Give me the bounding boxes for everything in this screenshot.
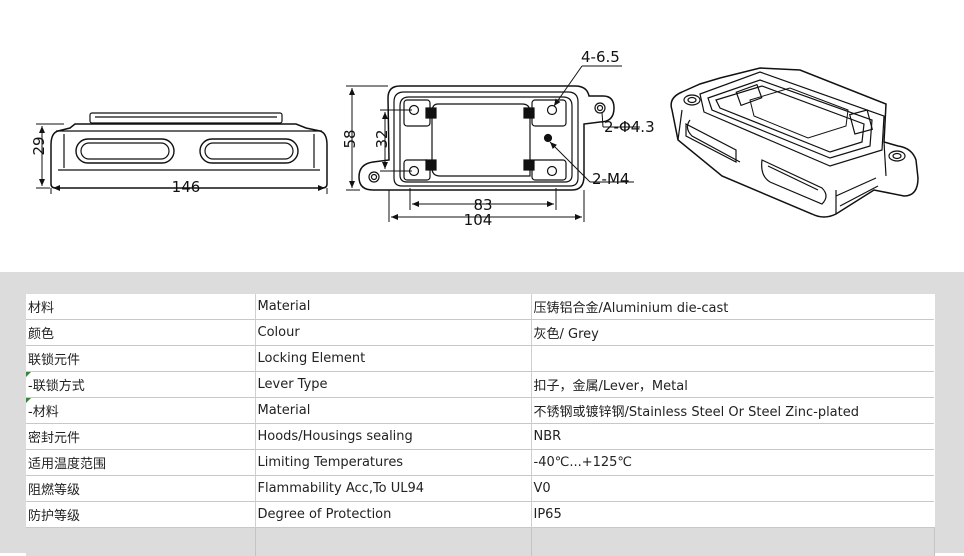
top-outer-height-dimension: 58 <box>341 129 359 148</box>
spec-cell-english: Flammability Acc,To UL94 <box>255 476 531 502</box>
spec-cell-chinese: 防护等级 <box>26 502 255 528</box>
spec-cell-value <box>531 346 934 372</box>
spec-cell-chinese: 密封元件 <box>26 424 255 450</box>
spec-cell-value: V0 <box>531 476 934 502</box>
spec-cell-chinese: 颜色 <box>26 320 255 346</box>
spec-cell-value: -40℃...+125℃ <box>531 450 934 476</box>
technical-drawing: 146 29 <box>0 0 964 272</box>
comment-flag-icon <box>26 372 31 377</box>
top-view <box>359 86 614 190</box>
spec-cell-english: Degree of Protection <box>255 502 531 528</box>
empty-cell <box>531 528 934 556</box>
spec-cell-chinese: -材料 <box>26 398 255 424</box>
spec-cell-chinese: -联锁方式 <box>26 372 255 398</box>
table-row-empty <box>26 528 934 556</box>
callout-threads: 2-M4 <box>592 170 629 188</box>
spec-cell-chinese: 阻燃等级 <box>26 476 255 502</box>
side-height-dimension: 29 <box>30 136 48 155</box>
spec-cell-value: 灰色/ Grey <box>531 320 934 346</box>
spec-cell-english: Limiting Temperatures <box>255 450 531 476</box>
drawing-canvas: 146 29 <box>0 0 964 272</box>
top-inner-height-dimension: 32 <box>373 129 391 148</box>
spec-cell-english: Lever Type <box>255 372 531 398</box>
empty-cell <box>26 528 255 556</box>
comment-flag-icon <box>26 398 31 403</box>
spec-cell-value: IP65 <box>531 502 934 528</box>
spec-cell-chinese: 联锁元件 <box>26 346 255 372</box>
side-view <box>51 113 327 188</box>
callout-pin-holes: 2-Φ4.3 <box>604 118 655 136</box>
spec-cell-english: Material <box>255 294 531 320</box>
spec-cell-chinese: 适用温度范围 <box>26 450 255 476</box>
isometric-view <box>671 68 918 217</box>
spec-cell-value: NBR <box>531 424 934 450</box>
top-outer-width-dimension: 104 <box>464 211 493 229</box>
spec-cell-value: 压铸铝合金/Aluminium die-cast <box>531 294 934 320</box>
spec-cell-chinese: 材料 <box>26 294 255 320</box>
spec-cell-english: Material <box>255 398 531 424</box>
side-width-dimension: 146 <box>172 178 201 196</box>
spec-cell-english: Colour <box>255 320 531 346</box>
spec-cell-english: Hoods/Housings sealing <box>255 424 531 450</box>
spec-cell-value: 扣子，金属/Lever，Metal <box>531 372 934 398</box>
spec-cell-value: 不锈钢或镀锌钢/Stainless Steel Or Steel Zinc-pl… <box>531 398 934 424</box>
spec-cell-english: Locking Element <box>255 346 531 372</box>
empty-cell <box>255 528 531 556</box>
callout-mounting-holes: 4-6.5 <box>581 48 620 66</box>
